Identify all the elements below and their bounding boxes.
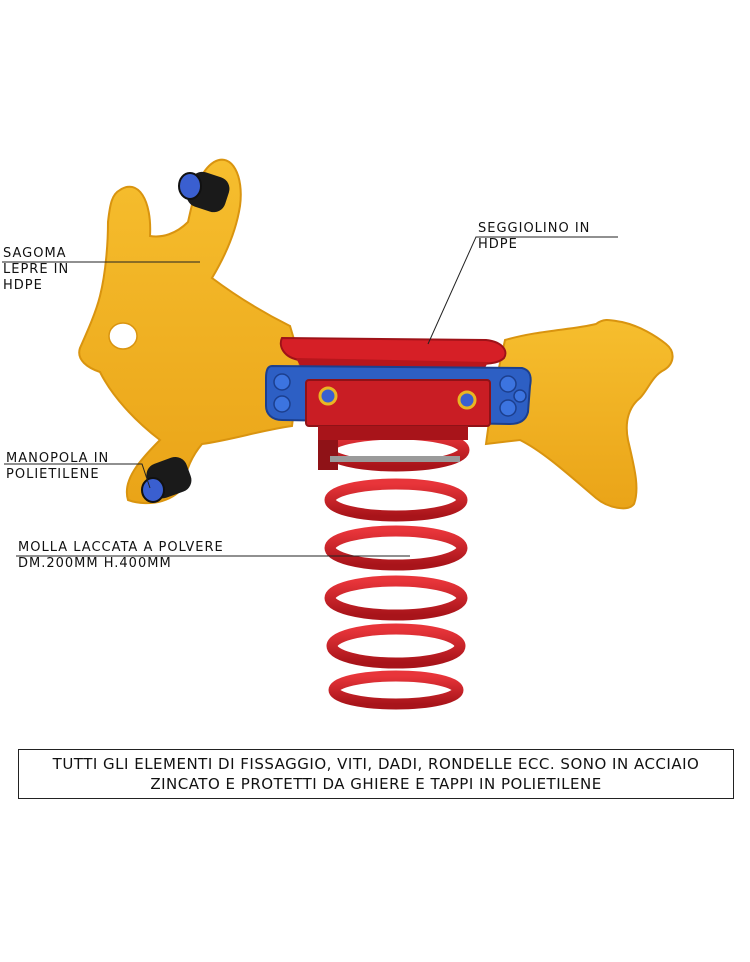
spring	[322, 428, 470, 710]
handle-top	[178, 171, 230, 213]
plate-bolts	[318, 386, 477, 410]
callout-manopola: MANOPOLA IN POLIETILENE	[6, 451, 109, 483]
callout-sagoma-line-3: HDPE	[3, 278, 43, 293]
eye-hole	[108, 322, 138, 350]
callout-molla-line-2: DM.200MM H.400MM	[18, 556, 172, 571]
spring-mount-steel	[330, 456, 460, 462]
fastening-note-line-2: ZINCATO E PROTETTI DA GHIERE E TAPPI IN …	[150, 775, 602, 793]
fastening-note: TUTTI GLI ELEMENTI DI FISSAGGIO, VITI, D…	[18, 749, 734, 799]
leader-manopola	[4, 463, 151, 489]
callout-molla-line-1: MOLLA LACCATA A POLVERE	[18, 540, 224, 555]
callout-manopola-line-2: POLIETILENE	[6, 467, 100, 482]
bracket-bolts	[273, 373, 527, 417]
leader-seggiolino	[427, 236, 618, 345]
fastening-note-line-1: TUTTI GLI ELEMENTI DI FISSAGGIO, VITI, D…	[52, 755, 700, 773]
callout-seggiolino-line-1: SEGGIOLINO IN	[478, 221, 591, 236]
callout-seggiolino: SEGGIOLINO IN HDPE	[478, 221, 590, 253]
spring-mount-side	[318, 440, 338, 470]
handle-bottom	[141, 456, 192, 503]
callout-molla: MOLLA LACCATA A POLVERE DM.200MM H.400MM	[18, 540, 224, 572]
seat	[279, 336, 507, 366]
callout-sagoma-line-1: SAGOMA	[3, 246, 67, 261]
callout-sagoma-line-2: LEPRE IN	[3, 262, 70, 277]
callout-manopola-line-1: MANOPOLA IN	[6, 451, 110, 466]
spring-mount	[318, 426, 468, 440]
leader-lines	[2, 236, 618, 557]
callout-sagoma: SAGOMA LEPRE IN HDPE	[3, 246, 69, 294]
callout-seggiolino-line-2: HDPE	[478, 237, 518, 252]
rabbit-tail	[484, 319, 674, 510]
